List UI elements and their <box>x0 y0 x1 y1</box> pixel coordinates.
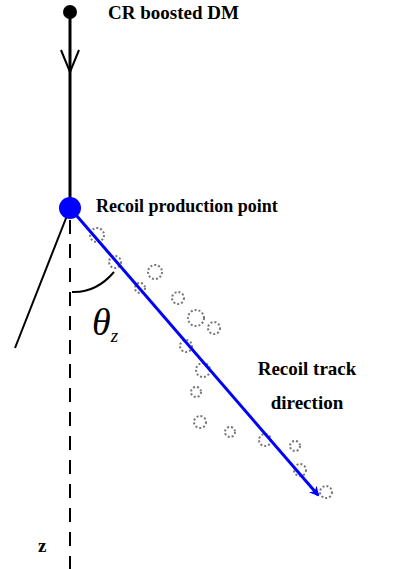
angle-label: θz <box>92 300 118 347</box>
particle-label: CR boosted DM <box>108 2 239 24</box>
recoil-dot <box>59 197 81 219</box>
direction-chevron <box>61 50 79 72</box>
scattered-line <box>15 208 70 348</box>
track-label: Recoil track direction <box>232 352 382 420</box>
z-axis <box>69 220 71 569</box>
axis-label: z <box>38 535 46 557</box>
angle-arc <box>72 272 114 292</box>
point-label: Recoil production point <box>96 196 278 217</box>
recoil-arrow <box>70 208 318 495</box>
dm-dot <box>63 5 77 19</box>
incoming-line <box>69 12 72 208</box>
